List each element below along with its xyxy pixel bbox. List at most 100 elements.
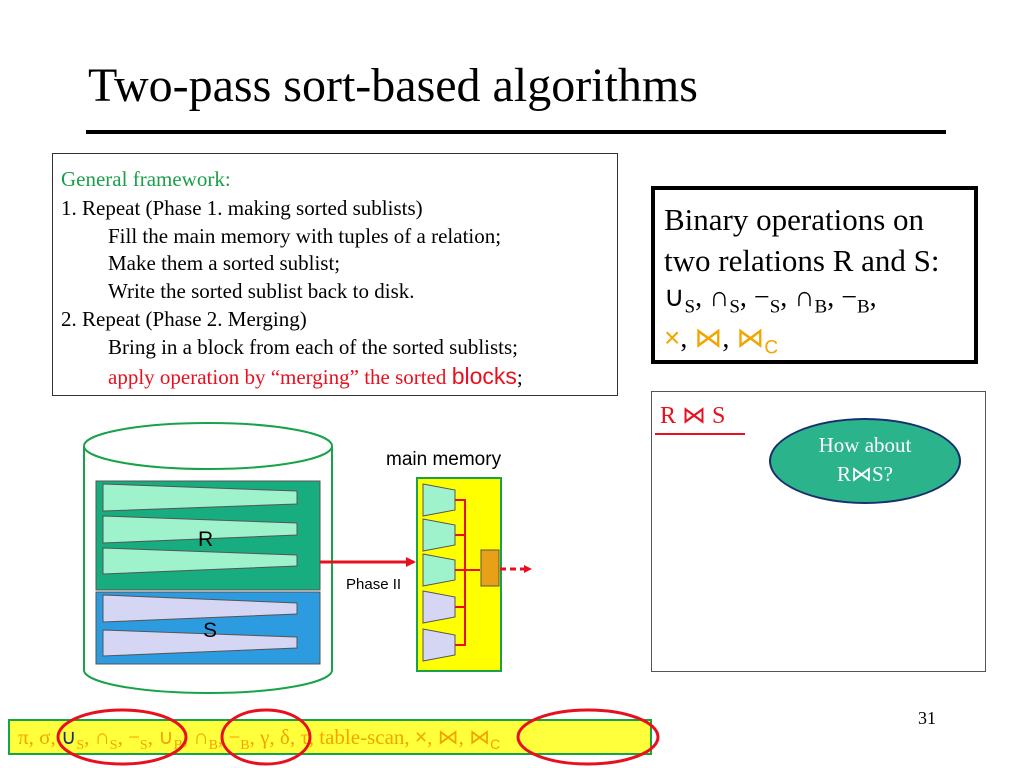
comma: , — [869, 282, 877, 313]
op-projection: π — [18, 725, 29, 749]
op-intersect-bag-sub: B — [208, 738, 218, 754]
join-label-r: R — [660, 403, 677, 429]
framework-line-7-tail: ; — [516, 365, 523, 389]
hint-join-symbol: ⋈ — [851, 462, 872, 486]
join-symbol: ⋈ — [682, 403, 707, 429]
binary-operations-box: Binary operations on two relations R and… — [651, 186, 978, 364]
memory-buffer-r-1 — [422, 483, 456, 517]
op-natural-join: ⋈ — [437, 725, 459, 749]
framework-line-3: Make them a sorted sublist; — [108, 251, 341, 275]
hint-bubble: How about R⋈S? — [769, 418, 961, 504]
cross-product-op: × — [664, 322, 681, 353]
op-theta-join-sub: C — [490, 736, 501, 753]
highlight-join-ops — [516, 708, 660, 766]
op-grouping: γ — [260, 725, 270, 749]
join-label-s: S — [712, 403, 726, 429]
op-dedup: δ — [279, 725, 290, 749]
page-number: 31 — [918, 708, 936, 728]
op-minus-set: − — [128, 725, 140, 749]
memory-buffer-r-3 — [422, 553, 456, 587]
op-theta-join: ⋈ — [469, 725, 491, 749]
comma: , — [695, 282, 703, 313]
binary-ops-line-2: two relations R and S: — [664, 243, 940, 278]
phase-two-label: Phase II — [346, 576, 401, 593]
op-sort: τ — [300, 725, 309, 749]
highlight-set-ops — [56, 708, 188, 766]
comma: , — [249, 725, 255, 749]
framework-line-7-blocks: blocks — [451, 363, 517, 389]
binary-ops-row-1: ∪S, ∩S, −S, ∩B, −B, — [664, 283, 877, 317]
minus-set-op: − — [753, 282, 770, 313]
hint-s: S? — [872, 462, 893, 486]
framework-line-1: 1. Repeat (Phase 1. making sorted sublis… — [61, 196, 423, 220]
op-minus-bag: − — [228, 725, 241, 749]
framework-line-6: Bring in a block from each of the sorted… — [108, 335, 519, 359]
join-panel: R ⋈ S — [651, 391, 986, 672]
comma: , — [269, 725, 275, 749]
minus-set-sub: S — [769, 296, 781, 318]
op-minus-set-sub: S — [139, 738, 148, 754]
highlight-bag-ops — [220, 708, 312, 766]
op-intersect-set: ∩ — [94, 725, 110, 749]
hint-line-1: How about — [818, 433, 912, 457]
op-intersect-bag: ∩ — [193, 725, 209, 749]
s-label: S — [203, 619, 217, 642]
s-sorted-sublist-2 — [102, 629, 298, 657]
comma: , — [680, 323, 688, 354]
minus-bag-sub: B — [856, 296, 870, 318]
hint-r: R — [836, 462, 851, 486]
binary-ops-row-2: ×, ⋈, ⋈C — [664, 324, 778, 358]
title-underline — [86, 130, 946, 134]
main-memory-label: main memory — [386, 449, 502, 470]
r-label: R — [198, 528, 213, 551]
comma: , — [50, 725, 56, 749]
join-label: R ⋈ S — [660, 404, 725, 428]
hint-line-2: R⋈S? — [771, 464, 959, 485]
framework-line-7-red: apply operation by “merging” the sorted — [108, 365, 452, 389]
op-cross-product: × — [414, 726, 428, 749]
framework-line-5: 2. Repeat (Phase 2. Merging) — [61, 307, 307, 331]
theta-join-op: ⋈ — [736, 323, 765, 354]
intersect-bag-sub: B — [814, 296, 828, 318]
framework-line-4: Write the sorted sublist back to disk. — [108, 279, 415, 303]
op-intersect-set-sub: S — [109, 738, 118, 754]
op-union-set-sub: S — [76, 738, 85, 754]
framework-line-2: Fill the main memory with tuples of a re… — [108, 224, 502, 248]
memory-buffer-s-2 — [422, 628, 456, 662]
comma: , — [458, 725, 464, 749]
op-union-bag-sub: B — [173, 738, 183, 754]
framework-line-7: apply operation by “merging” the sorted … — [108, 365, 523, 388]
memory-buffer-r-2 — [422, 518, 456, 552]
slide-title: Two-pass sort-based algorithms — [88, 59, 698, 112]
comma: , — [739, 282, 747, 313]
comma: , — [28, 725, 34, 749]
comma: , — [289, 725, 296, 749]
op-table-scan: table-scan — [319, 725, 405, 749]
r-sorted-sublist-2 — [102, 515, 298, 544]
op-selection: σ — [39, 725, 51, 749]
theta-join-sub: C — [764, 337, 779, 359]
op-union-bag: ∪ — [158, 726, 174, 749]
intersect-set-op: ∩ — [709, 282, 730, 313]
merge-connectors — [455, 499, 480, 646]
comma: , — [827, 282, 835, 313]
intersect-bag-op: ∩ — [794, 282, 815, 313]
comma: , — [722, 323, 730, 354]
comma: , — [404, 725, 410, 749]
intersect-set-sub: S — [729, 296, 740, 318]
comma: , — [147, 725, 153, 749]
comma: , — [117, 725, 123, 749]
memory-buffer-s-1 — [422, 590, 456, 624]
r-sorted-sublist-1 — [102, 483, 298, 512]
minus-bag-op: − — [841, 282, 857, 313]
r-sorted-sublist-3 — [102, 547, 298, 575]
framework-box: General framework: 1. Repeat (Phase 1. m… — [52, 153, 618, 396]
comma: , — [427, 725, 433, 749]
join-label-underline — [655, 433, 745, 435]
output-buffer — [480, 549, 500, 587]
union-set-op: ∪ — [664, 281, 685, 312]
union-set-sub: S — [684, 296, 696, 318]
s-sorted-sublist-1 — [102, 594, 298, 623]
